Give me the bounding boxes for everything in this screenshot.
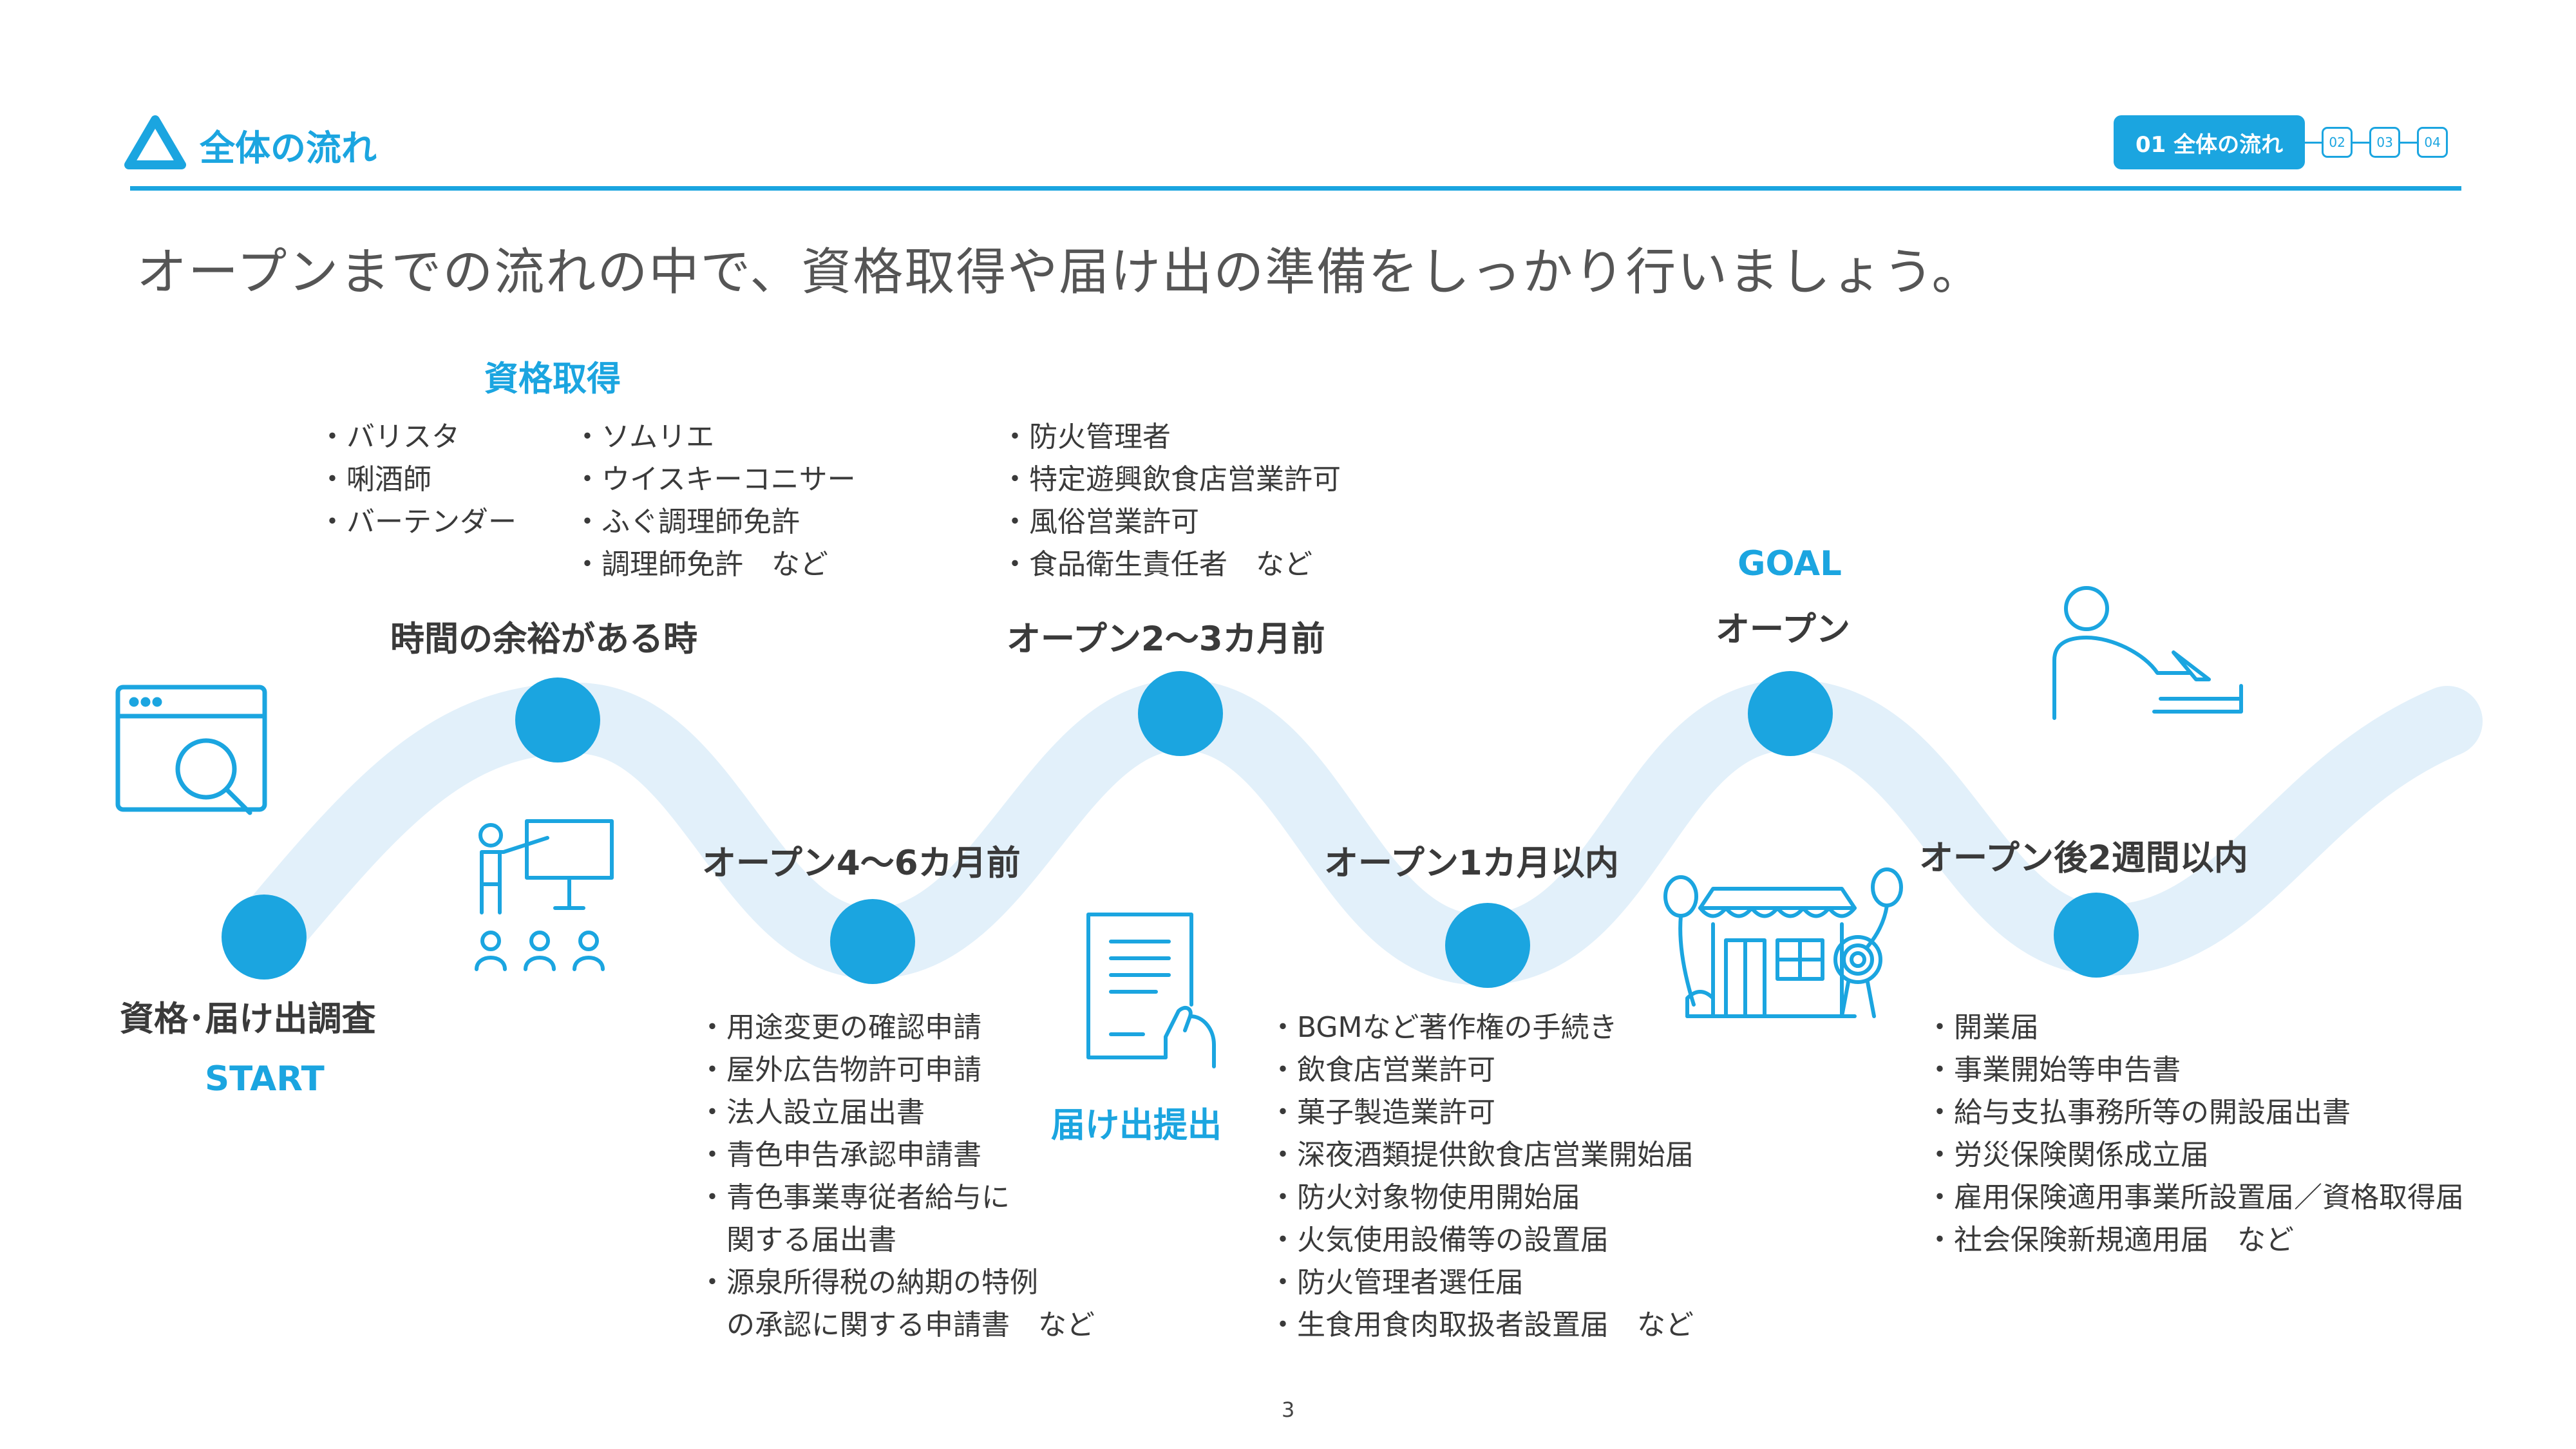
list-item: 飲食店営業許可 (1269, 1049, 1694, 1092)
list-after-open: 開業届 事業開始等申告書 給与支払事務所等の開設届出書 労災保険関係成立届 雇用… (1926, 1007, 2464, 1262)
nav-item-03[interactable]: 03 (2369, 127, 2401, 158)
qualification-list-a: バリスタ 唎酒師 バーテンダー (318, 416, 516, 544)
browser-search-icon (115, 684, 269, 826)
list-item: バーテンダー (318, 501, 516, 544)
milestone-dot-4-6-months (830, 899, 915, 984)
qualification-heading: 資格取得 (484, 359, 621, 399)
list-item: 用途変更の確認申請 (698, 1007, 1095, 1049)
milestone-dot-spare-time (515, 677, 600, 762)
qualification-list-b: ソムリエ ウイスキーコニサー ふぐ調理師免許 調理師免許 など (573, 416, 856, 586)
section-title: 全体の流れ (200, 128, 377, 169)
milestone-dot-goal (1748, 671, 1833, 756)
list-item: 労災保険関係成立届 (1926, 1134, 2464, 1177)
list-item: 事業開始等申告書 (1926, 1049, 2464, 1092)
header-divider (130, 186, 2461, 191)
nav-connector (2400, 141, 2418, 144)
list-item: ソムリエ (573, 416, 856, 459)
milestone-dot-start (222, 895, 307, 980)
list-item: 唎酒師 (318, 459, 516, 501)
section-nav: 01 全体の流れ 02 03 04 (2114, 115, 2448, 170)
document-hand-icon (1082, 908, 1230, 1069)
list-item-continued: 関する届出書 (726, 1224, 896, 1256)
list-item: 雇用保険適用事業所設置届／資格取得届 (1926, 1177, 2464, 1219)
stage-title-start: 資格･届け出調査 (120, 999, 376, 1039)
list-item: 社会保険新規適用届 など (1926, 1219, 2464, 1262)
stage-title-spare-time: 時間の余裕がある時 (390, 620, 697, 659)
list-item: 食品衛生責任者 など (1001, 544, 1341, 586)
list-item: 屋外広告物許可申請 (698, 1049, 1095, 1092)
nav-item-active[interactable]: 01 全体の流れ (2114, 115, 2306, 169)
milestone-dot-1-month (1445, 903, 1530, 988)
start-tag: START (205, 1059, 325, 1099)
list-item: 青色申告承認申請書 (698, 1134, 1095, 1177)
list-item: 給与支払事務所等の開設届出書 (1926, 1092, 2464, 1134)
milestone-dot-after-open (2054, 893, 2139, 978)
list-item: 深夜酒類提供飲食店営業開始届 (1269, 1134, 1694, 1177)
nav-item-04[interactable]: 04 (2417, 127, 2448, 158)
nav-connector (2353, 141, 2370, 144)
milestone-dot-2-3-months (1138, 671, 1223, 756)
list-item: 防火管理者 (1001, 416, 1341, 459)
list-item: 生食用食肉取扱者設置届 など (1269, 1304, 1694, 1347)
stage-title-after-open: オープン後2週間以内 (1919, 838, 2248, 878)
list-item: 開業届 (1926, 1007, 2464, 1049)
list-4-6-months: 用途変更の確認申請 屋外広告物許可申請 法人設立届出書 青色申告承認申請書 青色… (698, 1007, 1095, 1347)
list-item: 青色事業専従者給与に (698, 1177, 1095, 1219)
page-headline: オープンまでの流れの中で、資格取得や届け出の準備をしっかり行いましょう。 (137, 243, 1984, 301)
page-number: 3 (1282, 1397, 1295, 1422)
goal-tag: GOAL (1738, 544, 1842, 583)
stage-title-4-6-months: オープン4〜6カ月前 (702, 844, 1021, 883)
list-item: 法人設立届出書 (698, 1092, 1095, 1134)
stage-title-2-3-months: オープン2〜3カ月前 (1007, 620, 1325, 659)
stage-title-goal: オープン (1716, 610, 1850, 649)
list-item: 源泉所得税の納期の特例 (698, 1262, 1095, 1304)
list-item: 調理師免許 など (573, 544, 856, 586)
list-2-3-months: 防火管理者 特定遊興飲食店営業許可 風俗営業許可 食品衛生責任者 など (1001, 416, 1341, 586)
list-item: 火気使用設備等の設置届 (1269, 1219, 1694, 1262)
list-item: ふぐ調理師免許 (573, 501, 856, 544)
list-item: 菓子製造業許可 (1269, 1092, 1694, 1134)
presentation-icon (470, 815, 625, 976)
list-item: 防火対象物使用開始届 (1269, 1177, 1694, 1219)
list-1-month: BGMなど著作権の手続き 飲食店営業許可 菓子製造業許可 深夜酒類提供飲食店営業… (1269, 1007, 1694, 1347)
person-writing-icon (2048, 583, 2248, 724)
list-item: 風俗営業許可 (1001, 501, 1341, 544)
nav-connector (2305, 141, 2322, 144)
list-item: ウイスキーコニサー (573, 459, 856, 501)
nav-item-02[interactable]: 02 (2322, 127, 2353, 158)
list-item: BGMなど著作権の手続き (1269, 1007, 1694, 1049)
logo-triangle-icon (122, 113, 188, 173)
stage-title-1-month: オープン1カ月以内 (1324, 844, 1619, 883)
submission-label: 届け出提出 (1051, 1106, 1222, 1145)
list-item: 防火管理者選任届 (1269, 1262, 1694, 1304)
shop-icon (1662, 863, 1906, 1024)
list-item: バリスタ (318, 416, 516, 459)
list-item: 特定遊興飲食店営業許可 (1001, 459, 1341, 501)
list-item-continued: の承認に関する申請書 など (726, 1309, 1095, 1341)
